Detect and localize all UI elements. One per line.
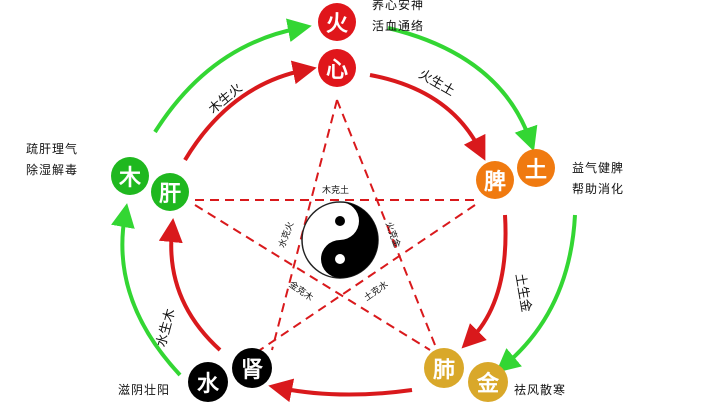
inner-red-cycle (158, 60, 508, 403)
kidney-organ: 肾 (232, 348, 272, 388)
earth-note: 益气健脾帮助消化 (572, 161, 625, 196)
fire-note: 养心安神活血通络 (372, 0, 425, 33)
spleen-organ: 脾 (476, 161, 514, 199)
liver-organ: 肝 (151, 173, 189, 211)
water-note: 滋阴壮阳 (118, 383, 171, 397)
earth-element: 土 (517, 149, 555, 187)
metal-note: 祛风散寒 (514, 383, 567, 397)
heart-organ: 心 (318, 49, 356, 87)
metal-element: 金 (468, 362, 508, 402)
wood-note: 疏肝理气除湿解毒 (26, 142, 79, 177)
fire-element: 火 (318, 3, 356, 41)
outer-green-cycle (111, 18, 577, 377)
water-element: 水 (188, 362, 228, 402)
wood-element: 木 (111, 157, 149, 195)
wood-controls-earth: 木克土 (322, 186, 350, 196)
controlling-star (194, 99, 476, 351)
lung-organ: 肺 (424, 348, 464, 388)
yin-yang-icon (301, 201, 379, 279)
